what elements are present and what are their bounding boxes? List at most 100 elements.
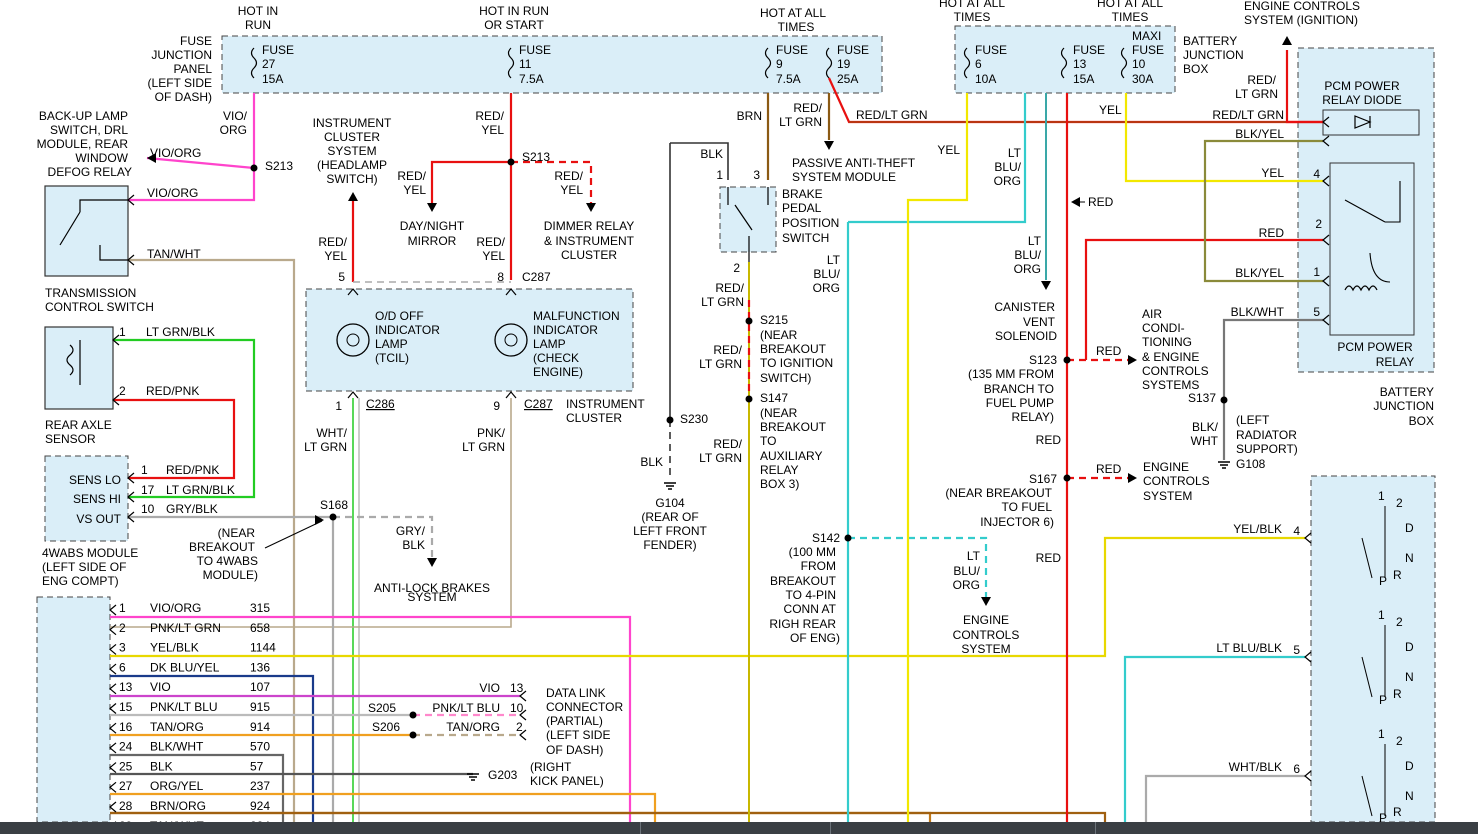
label-237: 4 — [1313, 167, 1320, 181]
label-149: 3 — [753, 168, 760, 182]
label-260: WHT/BLK — [1229, 760, 1282, 774]
label-19: 15A — [262, 72, 283, 86]
label-78: C287 — [522, 270, 551, 284]
label-68: MIRROR — [408, 234, 457, 248]
label-257: 4 — [1293, 524, 1300, 538]
label-65: RED/ — [554, 169, 583, 183]
label-263: 2 — [1396, 496, 1403, 510]
fuse-symbol — [1060, 47, 1068, 79]
label-38: 30A — [1132, 72, 1153, 86]
label-74: RED/ — [476, 235, 505, 249]
pcm-pin-2: 2 — [119, 621, 126, 635]
label-245: RELAY — [1376, 355, 1414, 369]
pcm-wire-label: PNK/LT GRN — [150, 621, 221, 635]
label-236: YEL — [1261, 166, 1284, 180]
yel-wire — [1124, 93, 1323, 183]
fuse-symbol — [250, 47, 258, 79]
label-157: S215 — [760, 313, 788, 327]
diode-icon — [1354, 115, 1372, 129]
range-switch-icon — [1361, 506, 1386, 579]
label-168: AUXILIARY — [760, 449, 822, 463]
label-184: FROM — [801, 559, 836, 573]
arrow-down — [824, 141, 834, 150]
fuse-symbol — [825, 47, 833, 79]
label-72: RED/ — [318, 235, 347, 249]
pcm-connector-box — [36, 596, 111, 823]
label-231: LT GRN — [1235, 87, 1278, 101]
yel-wire — [906, 93, 969, 822]
connector-pin — [1322, 275, 1330, 287]
label-141: BLK — [700, 147, 723, 161]
connector-pin — [347, 288, 359, 296]
red-wire — [1084, 238, 1323, 360]
label-47: VIO/ — [223, 109, 248, 123]
arrow-up — [348, 192, 358, 201]
label-121: SYSTEM — [407, 590, 456, 604]
splice-dot — [329, 513, 337, 521]
label-239: 2 — [1315, 217, 1322, 231]
label-52: TAN/WHT — [147, 247, 201, 261]
label-17: FUSE — [262, 43, 294, 57]
splice-dot — [507, 158, 515, 166]
leader-line — [264, 520, 323, 549]
label-154: 2 — [733, 261, 740, 275]
label-134: CONNECTOR — [546, 700, 623, 714]
label-127: S205 — [368, 701, 396, 715]
label-108: 10 — [141, 502, 155, 516]
range-switch-icon — [1361, 625, 1386, 698]
label-235: RELAY DIODE — [1322, 93, 1402, 107]
label-56: CLUSTER — [324, 130, 380, 144]
label-217: RED — [1036, 551, 1062, 565]
label-225: CONTROLS — [1142, 364, 1209, 378]
label-23: FUSE — [776, 43, 808, 57]
label-218: RED — [1096, 344, 1122, 358]
label-25: 7.5A — [776, 72, 801, 86]
label-119: BLK — [402, 538, 425, 552]
label-9: TIMES — [1112, 10, 1149, 24]
pcm-wire-vio-org — [110, 615, 632, 822]
label-30: 6 — [975, 57, 982, 71]
label-73: YEL — [324, 249, 347, 263]
label-182: S142 — [812, 531, 840, 545]
pcm-wire-yel-blk — [110, 536, 1305, 658]
label-144: LT GRN — [779, 115, 822, 129]
pcm-pin-16: 16 — [119, 720, 133, 734]
pcm-wire-label: BRN/ORG — [150, 799, 206, 813]
label-243: 5 — [1313, 305, 1320, 319]
label-98: 1 — [119, 325, 126, 339]
label-3: OR START — [484, 18, 544, 32]
label-196: YEL — [937, 143, 960, 157]
connector-pin — [1304, 770, 1312, 782]
pcm-wire-brn-org — [110, 811, 1107, 822]
label-110: SENS LO — [69, 473, 121, 487]
indicator-lamp-icon — [336, 323, 370, 357]
label-241: 1 — [1313, 265, 1320, 279]
relay-coil-icon — [1344, 285, 1378, 292]
label-32: FUSE — [1073, 43, 1105, 57]
label-250: BLK/ — [1192, 420, 1219, 434]
pcm-wire-blk-wht — [110, 753, 285, 822]
label-48: ORG — [220, 123, 247, 137]
splice-dot — [409, 711, 417, 719]
label-36: FUSE — [1132, 43, 1164, 57]
connector-pin — [109, 683, 117, 695]
label-55: INSTRUMENT — [313, 116, 392, 130]
label-261: 6 — [1293, 762, 1300, 776]
label-128: PNK/LT BLU — [432, 701, 500, 715]
label-60: RED/ — [475, 109, 504, 123]
lt-blu-org-wire — [848, 536, 988, 600]
label-95: LT GRN — [304, 440, 347, 454]
bottom-scroll-strip — [0, 822, 1478, 834]
splice-dot — [1063, 356, 1071, 364]
label-39: BATTERY — [1183, 34, 1237, 48]
arrow-down — [427, 558, 437, 567]
label-246: BATTERY — [1380, 385, 1434, 399]
connector-pin — [109, 604, 117, 616]
label-114: (NEAR — [218, 526, 256, 540]
label-64: YEL — [403, 183, 426, 197]
splice-dot — [1063, 474, 1071, 482]
label-44: MODULE, REAR — [37, 137, 129, 151]
label-204: CANISTER — [994, 300, 1055, 314]
label-214: (NEAR BREAKOUT — [945, 486, 1052, 500]
